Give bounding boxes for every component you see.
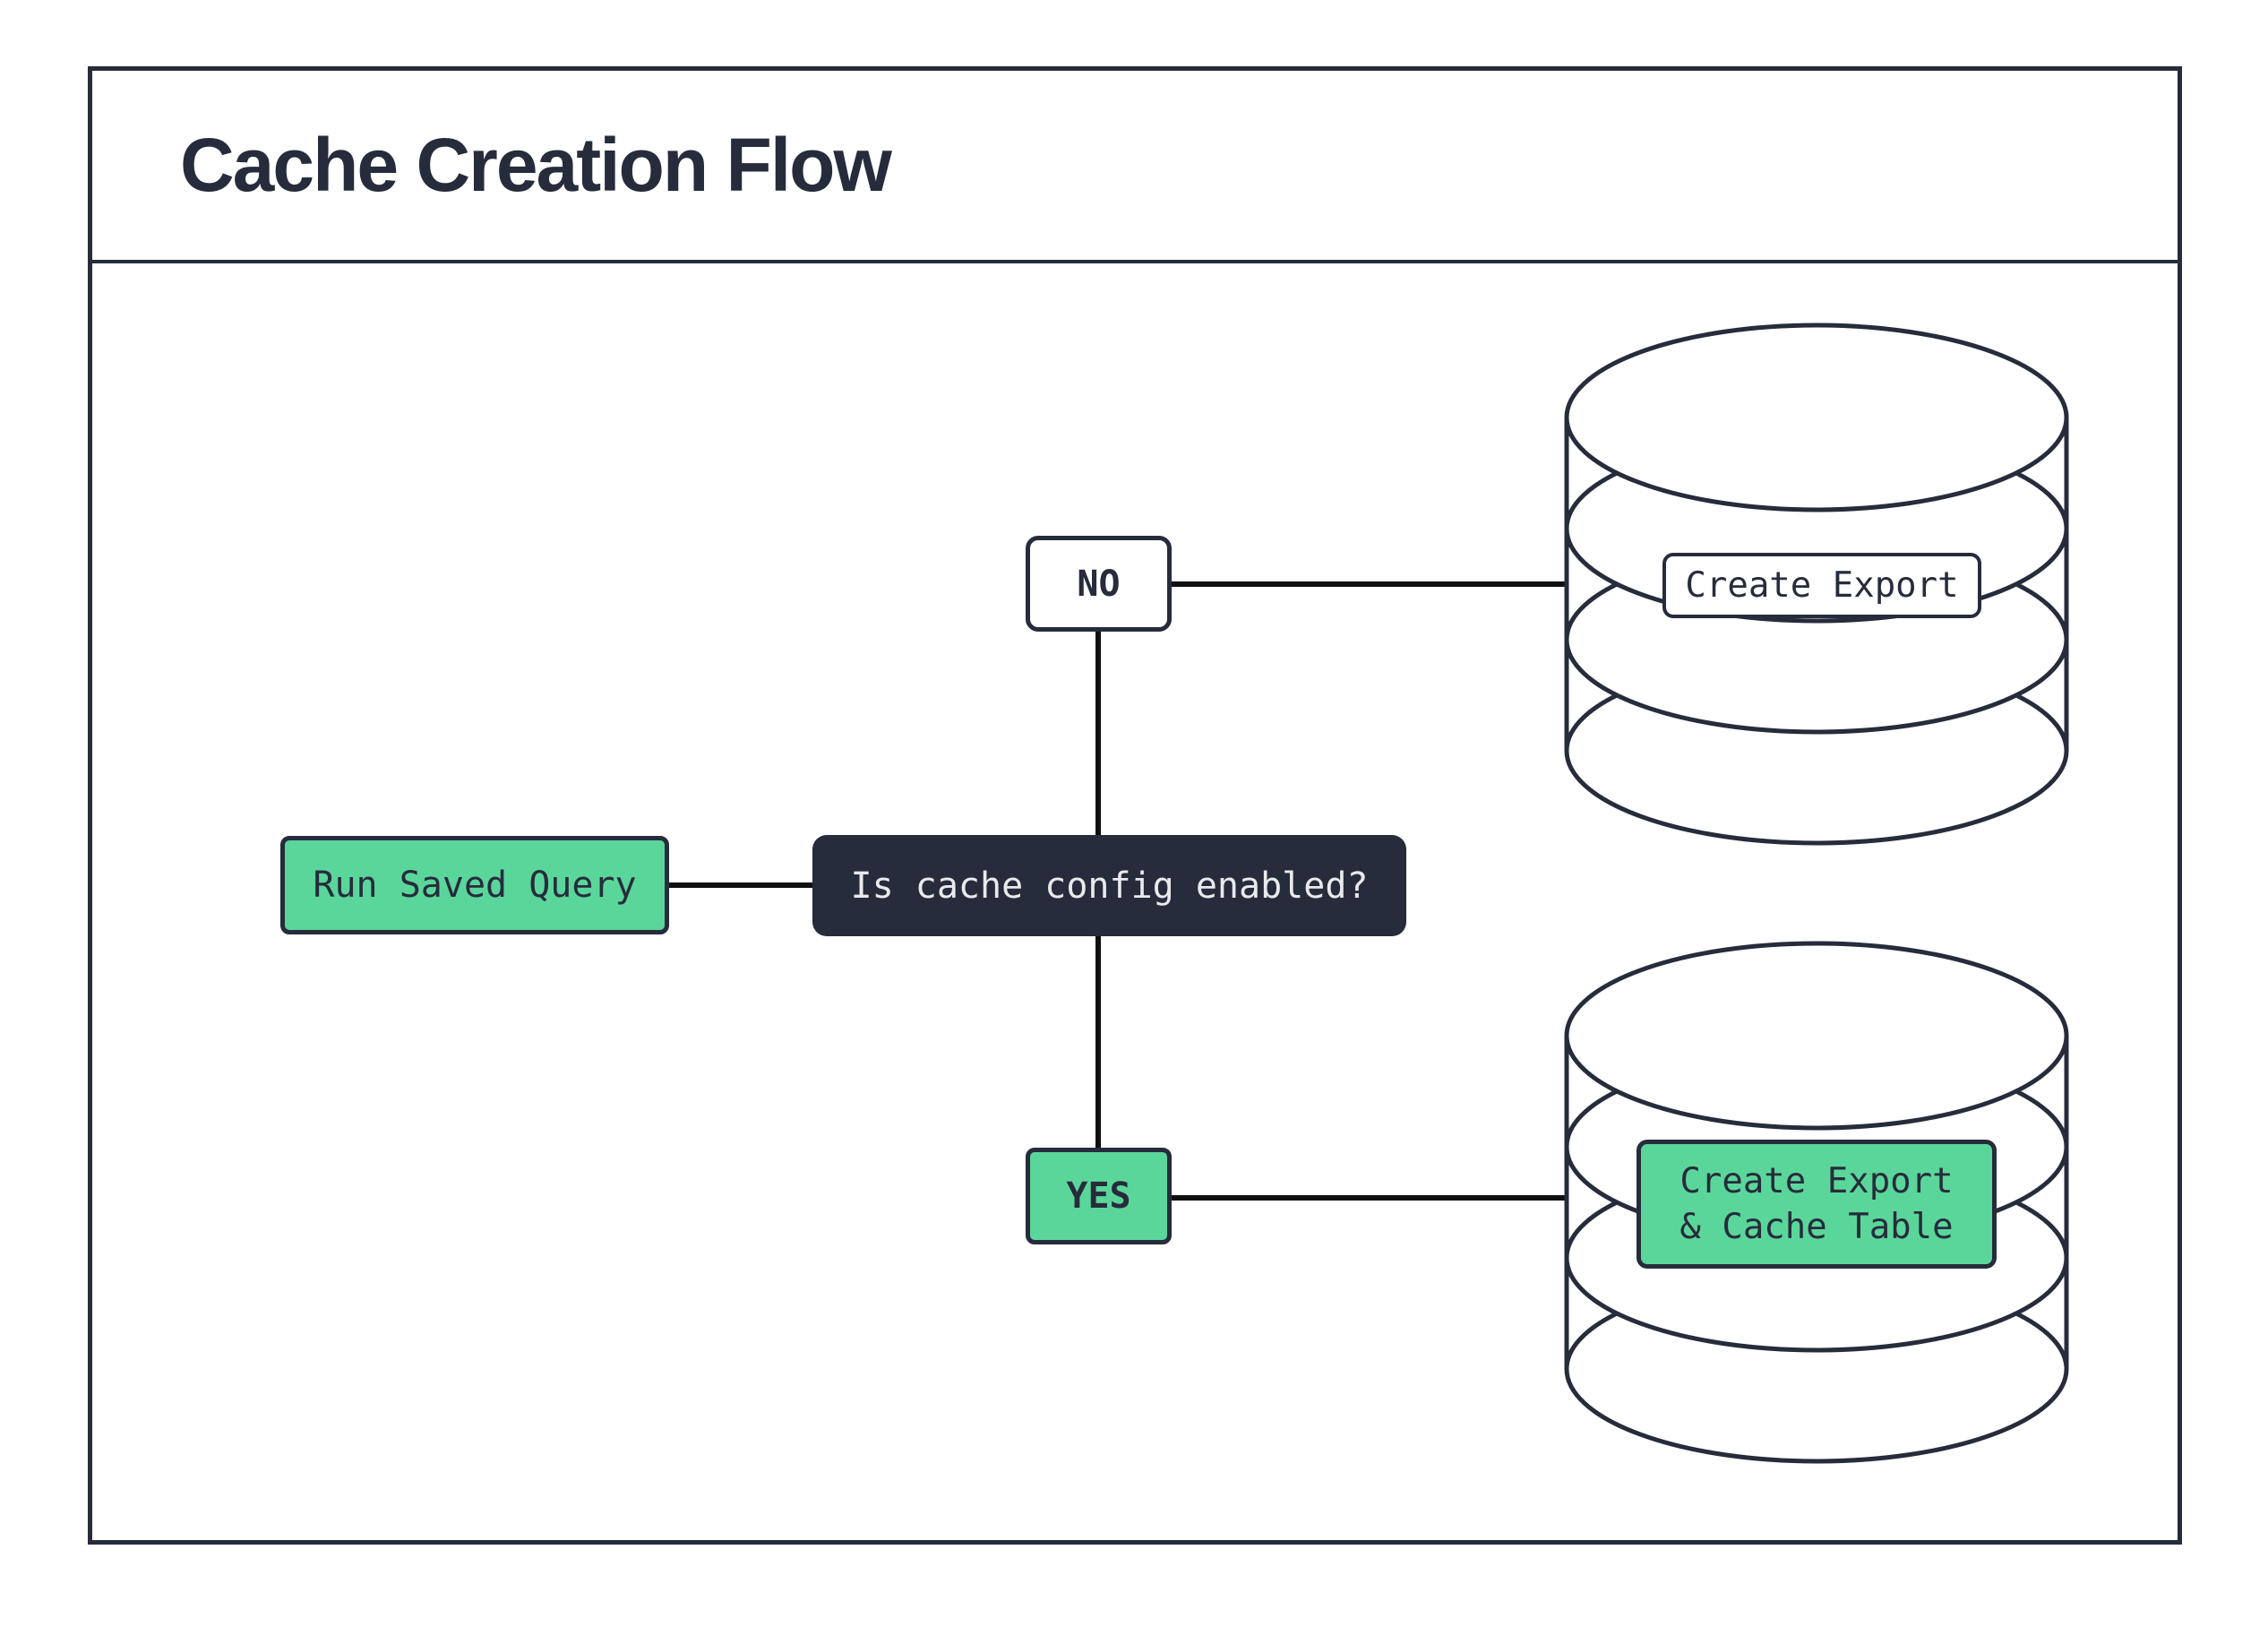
diagram-frame: Cache Creation Flow bbox=[88, 66, 2182, 1545]
page-title: Cache Creation Flow bbox=[180, 123, 892, 207]
database-top bbox=[1564, 323, 2069, 512]
node-run-saved-query: Run Saved Query bbox=[280, 836, 669, 934]
node-branch-no: NO bbox=[1026, 536, 1172, 632]
node-create-export-cache-table-line2: & Cache Table bbox=[1680, 1207, 1954, 1247]
node-branch-yes-label: YES bbox=[1066, 1175, 1131, 1217]
node-create-export-cache-table: Create Export & Cache Table bbox=[1637, 1140, 1997, 1269]
node-decision-label: Is cache config enabled? bbox=[850, 865, 1369, 907]
diagram-header: Cache Creation Flow bbox=[92, 71, 2178, 263]
node-create-export: Create Export bbox=[1662, 553, 1981, 618]
database-top bbox=[1564, 941, 2069, 1131]
node-create-export-label: Create Export bbox=[1685, 565, 1959, 606]
node-branch-yes: YES bbox=[1026, 1148, 1172, 1244]
node-create-export-cache-table-line1: Create Export bbox=[1680, 1160, 1954, 1201]
node-branch-no-label: NO bbox=[1077, 563, 1121, 605]
connector-lines bbox=[667, 581, 1568, 1201]
node-run-saved-query-label: Run Saved Query bbox=[313, 865, 637, 906]
node-decision-cache-config: Is cache config enabled? bbox=[812, 835, 1406, 936]
